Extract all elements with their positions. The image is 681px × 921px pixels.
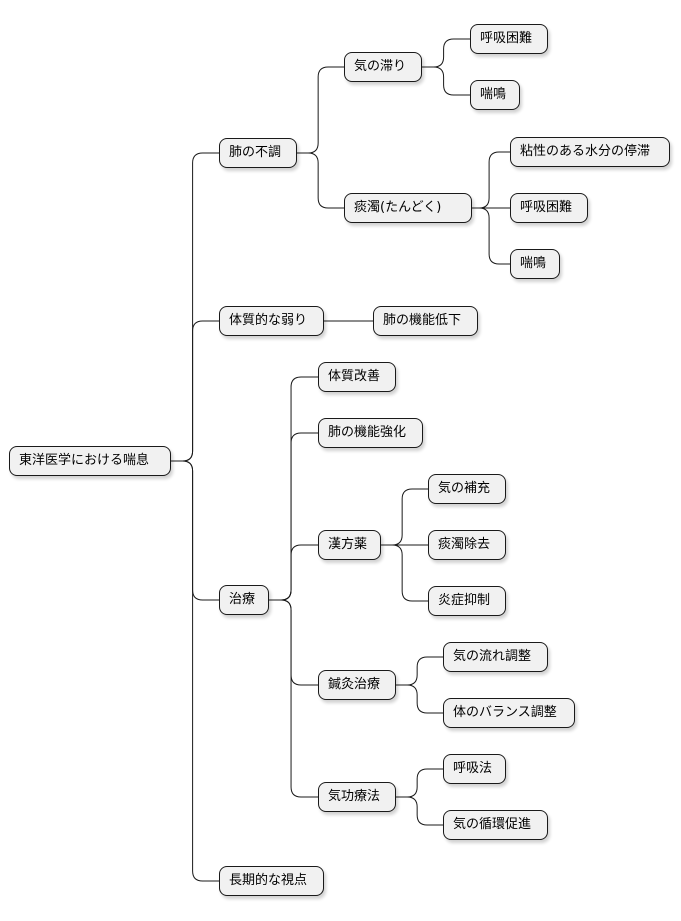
edge-kampo-ensho	[381, 544, 428, 602]
edge-kiko-junkan	[396, 796, 443, 826]
edge-kampo-qifill	[381, 488, 428, 546]
node-nensei: 粘性のある水分の停滞	[510, 137, 670, 167]
node-tandaku: 痰濁(たんどく)	[344, 193, 472, 223]
node-kokyu1: 呼吸困難	[470, 24, 548, 54]
node-balance: 体のバランス調整	[443, 698, 575, 728]
edge-root-longterm	[171, 460, 219, 882]
node-zenmei2: 喘鳴	[510, 249, 560, 279]
node-root: 東洋医学における喘息	[9, 446, 171, 476]
node-tanremove: 痰濁除去	[428, 530, 506, 560]
node-treat: 治療	[219, 585, 269, 615]
node-qifill: 気の補充	[428, 474, 506, 504]
node-longterm: 長期的な視点	[219, 866, 324, 896]
edge-treat-kampo	[269, 544, 318, 601]
node-shinkyu: 鍼灸治療	[318, 670, 396, 700]
edge-root-weak	[171, 320, 219, 462]
node-lungdown: 肺の機能低下	[373, 306, 478, 336]
node-lung: 肺の不調	[219, 138, 297, 168]
edge-shinkyu-balance	[396, 684, 443, 714]
edge-treat-shinkyu	[269, 599, 318, 686]
edge-lung-tandaku	[297, 152, 344, 209]
node-junkan: 気の循環促進	[443, 810, 548, 840]
edge-treat-taishitsu	[269, 376, 318, 601]
node-kiko: 気功療法	[318, 782, 396, 812]
node-weak: 体質的な弱り	[219, 306, 324, 336]
node-ensho: 炎症抑制	[428, 586, 506, 616]
edge-shinkyu-qiflow	[396, 656, 443, 686]
node-lungup: 肺の機能強化	[318, 418, 423, 448]
node-qi-stag: 気の滞り	[344, 52, 422, 82]
edge-tandaku-nensei	[472, 151, 510, 209]
edge-qi-stag-kokyu1	[422, 38, 470, 68]
node-zenmei1: 喘鳴	[470, 80, 520, 110]
edge-treat-lungup	[269, 432, 318, 601]
node-kampo: 漢方薬	[318, 530, 381, 560]
edge-qi-stag-zenmei1	[422, 66, 470, 96]
edge-root-treat	[171, 460, 219, 601]
edge-tandaku-zenmei2	[472, 207, 510, 265]
node-kokyuho: 呼吸法	[443, 754, 506, 784]
edge-treat-kiko	[269, 599, 318, 798]
node-kokyu2: 呼吸困難	[510, 193, 588, 223]
node-qiflow: 気の流れ調整	[443, 642, 548, 672]
node-taishitsu: 体質改善	[318, 362, 396, 392]
edge-lung-qi-stag	[297, 66, 344, 154]
edge-root-lung	[171, 152, 219, 462]
edge-kiko-kokyuho	[396, 768, 443, 798]
